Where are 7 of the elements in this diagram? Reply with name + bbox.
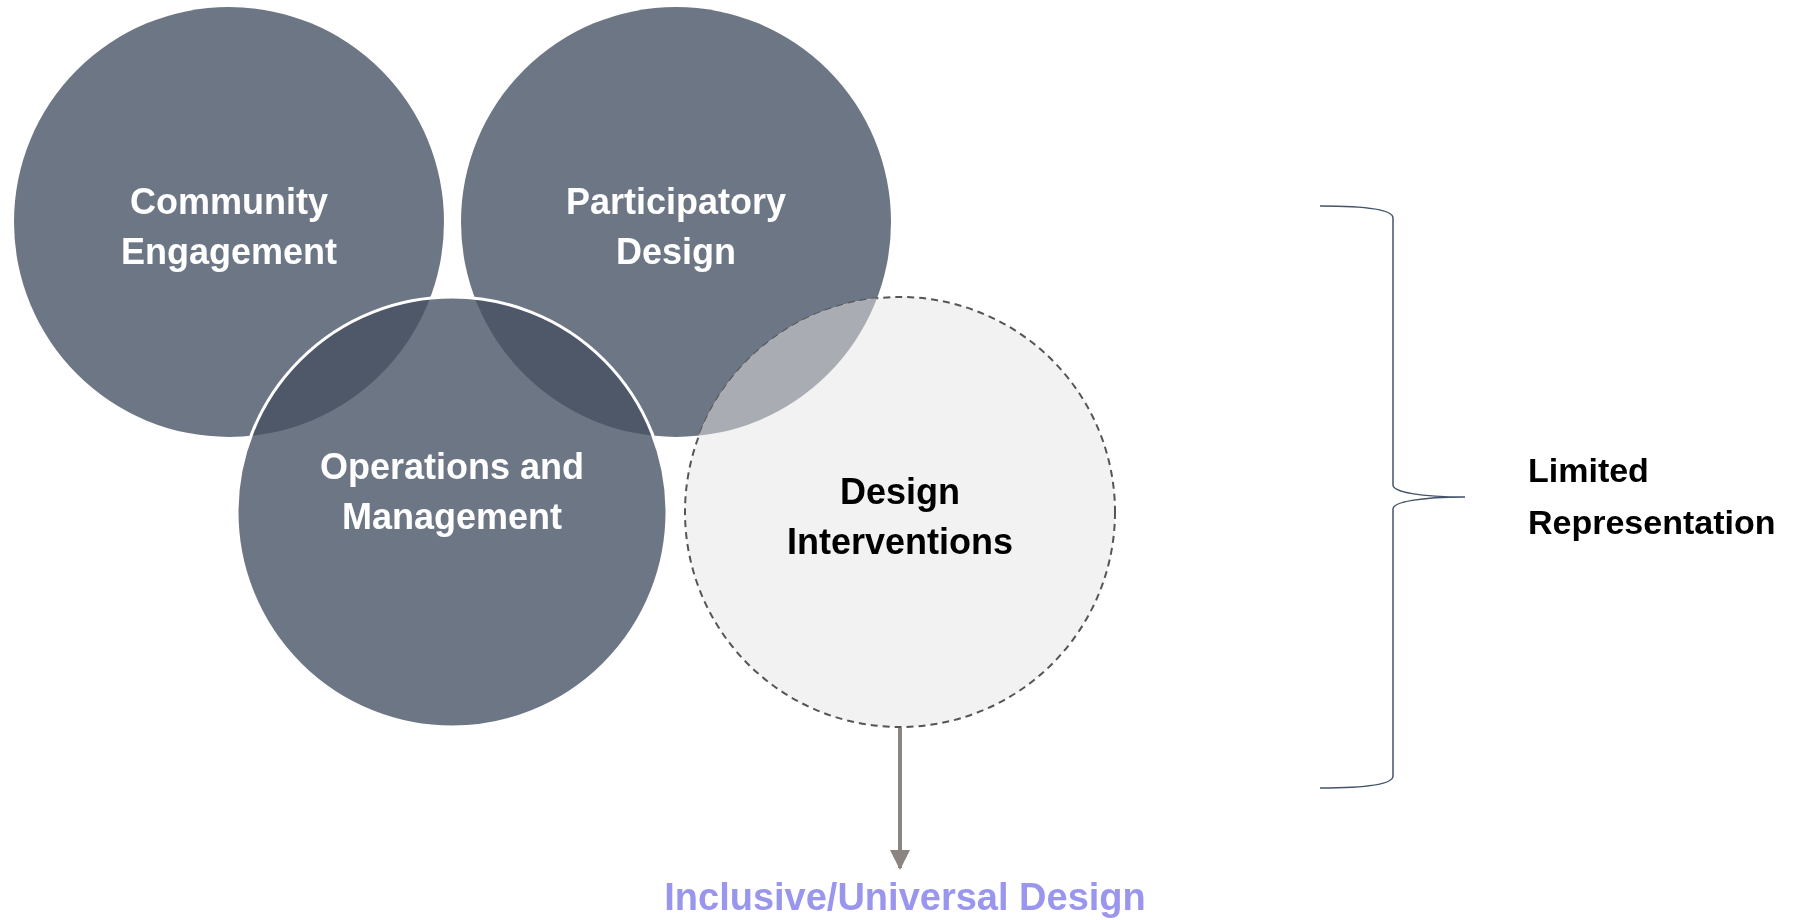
bracket-label: Limited Representation — [1528, 450, 1777, 543]
circle-label: Participatory Design — [564, 180, 788, 274]
outcome-label: Inclusive/Universal Design — [663, 875, 1147, 920]
circle-label: Community Engagement — [119, 180, 338, 274]
circle-label: Operations and Management — [318, 445, 585, 539]
arrow — [890, 728, 910, 870]
circle-label: Design Interventions — [785, 470, 1014, 564]
